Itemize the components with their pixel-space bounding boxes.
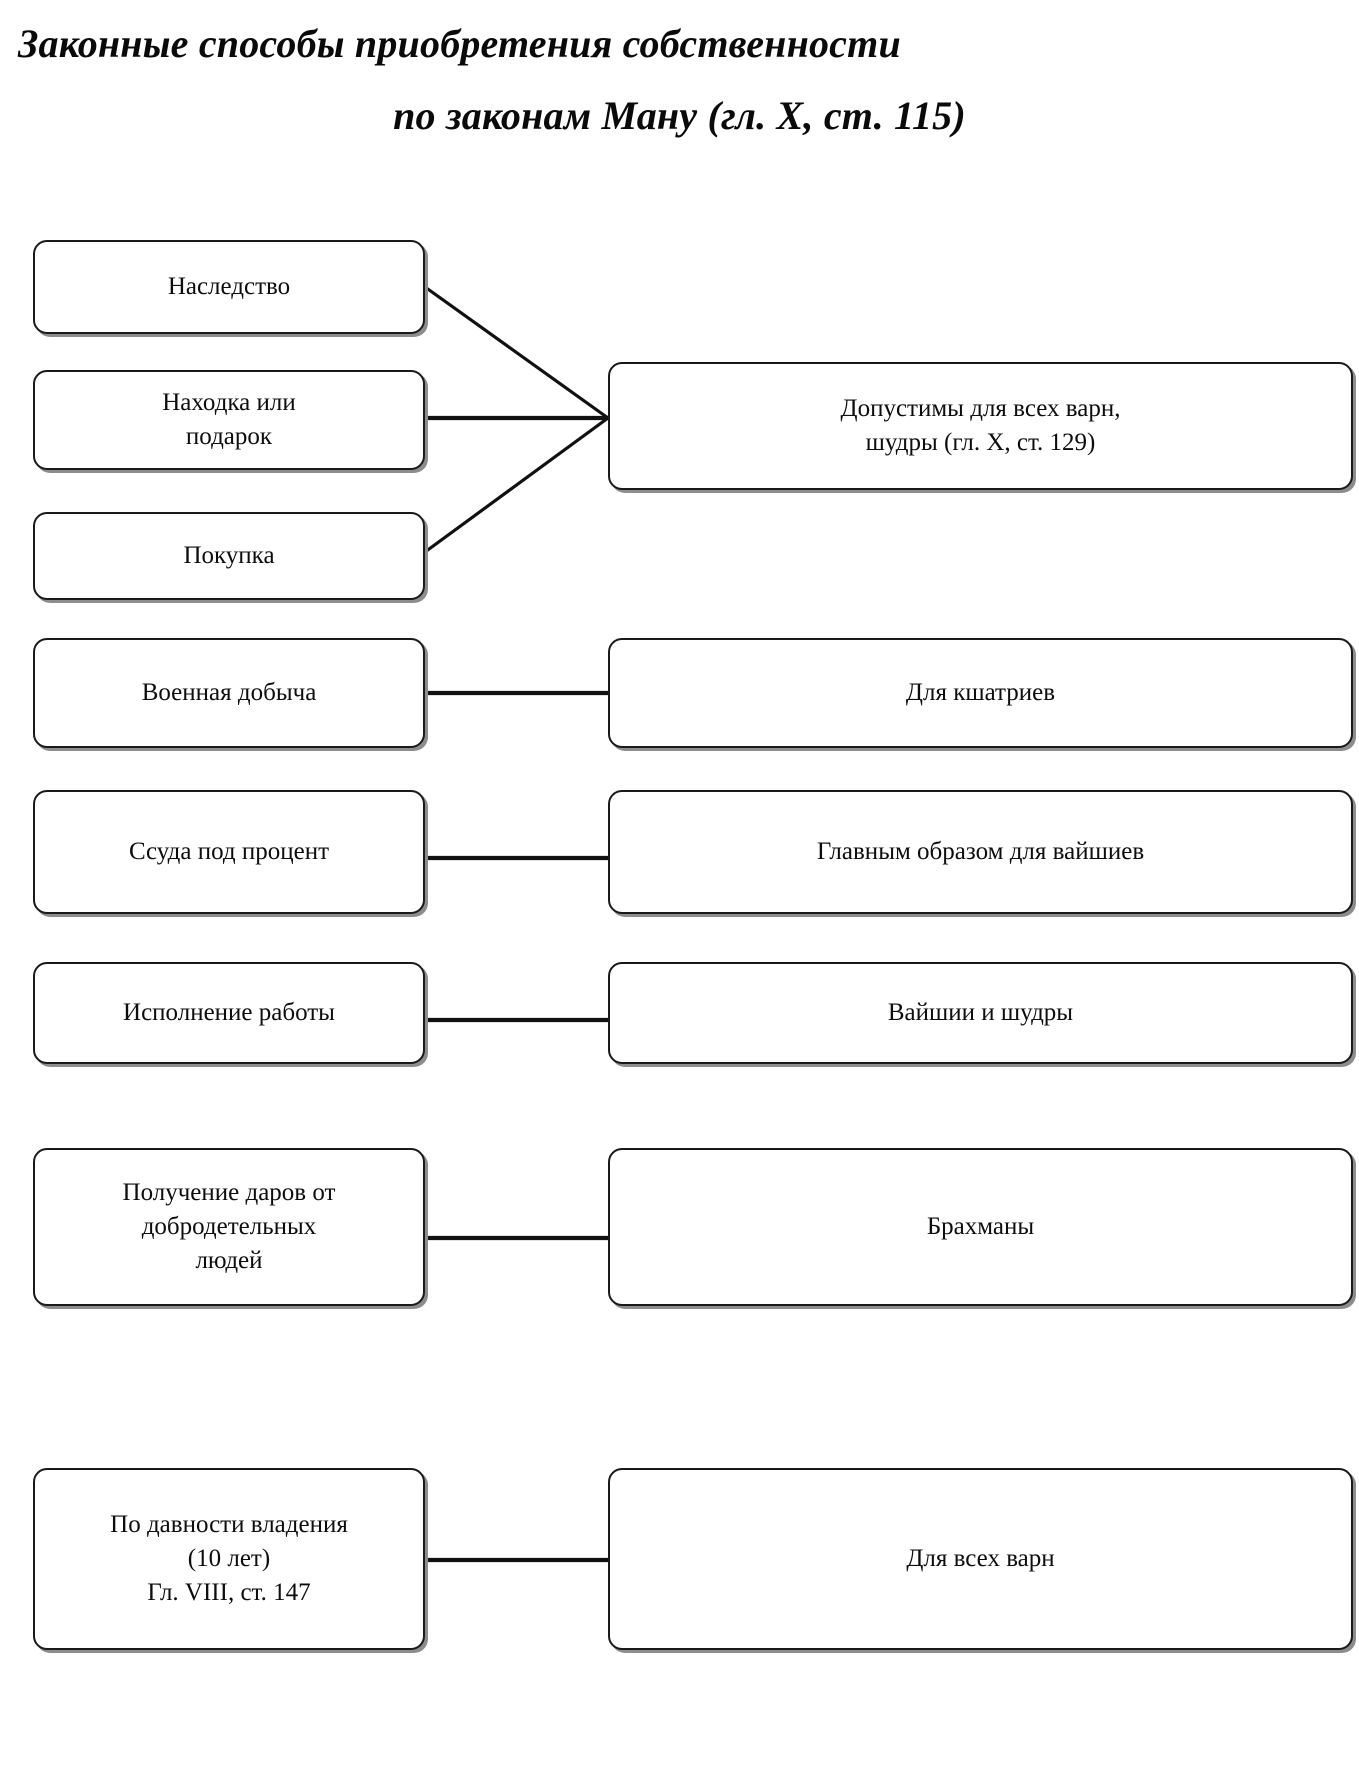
node-brahmany-label: Брахманы <box>926 1213 1035 1240</box>
node-dopustimy-dlya-vseh-varn[interactable]: Допустимы для всех варн, шудры (гл. X, с… <box>608 362 1353 490</box>
node-glavnym-obrazom-dlya-vaishiev[interactable]: Главным образом для вайшиев <box>608 790 1353 914</box>
node-voennaya-dobycha-label: Военная добыча <box>141 679 317 706</box>
node-pokupka-label: Покупка <box>183 542 275 569</box>
node-ispolnenie-raboty[interactable]: Исполнение работы <box>33 962 425 1064</box>
connector-nasledstvo-to-dopustimy <box>424 285 609 420</box>
node-po-davnosti-vladeniya[interactable]: По давности владения (10 лет) Гл. VIII, … <box>33 1468 425 1650</box>
page-title: Законные способы приобретения собственно… <box>0 8 1359 152</box>
node-dlya-kshatriev[interactable]: Для кшатриев <box>608 638 1353 748</box>
node-po-davnosti-vladeniya-label: По давности владения (10 лет) Гл. VIII, … <box>110 1511 348 1606</box>
node-vaishii-i-shudry-label: Вайшии и шудры <box>887 999 1074 1026</box>
node-ssuda-pod-procent-label: Ссуда под процент <box>128 838 330 865</box>
node-dlya-vseh-varn-label: Для всех варн <box>906 1545 1055 1572</box>
node-ssuda-pod-procent[interactable]: Ссуда под процент <box>33 790 425 914</box>
node-nahodka-ili-podarok-label: Находка или подарок <box>162 389 296 450</box>
node-dopustimy-dlya-vseh-varn-label: Допустимы для всех варн, шудры (гл. X, с… <box>840 395 1121 456</box>
node-nahodka-ili-podarok[interactable]: Находка или подарок <box>33 370 425 470</box>
node-nasledstvo-label: Наследство <box>167 273 291 300</box>
node-brahmany[interactable]: Брахманы <box>608 1148 1353 1306</box>
node-voennaya-dobycha[interactable]: Военная добыча <box>33 638 425 748</box>
node-dlya-vseh-varn[interactable]: Для всех варн <box>608 1468 1353 1650</box>
node-poluchenie-darov[interactable]: Получение даров от добродетельных людей <box>33 1148 425 1306</box>
page-title-line-1: Законные способы приобретения собственно… <box>18 21 901 66</box>
node-dlya-kshatriev-label: Для кшатриев <box>905 679 1056 706</box>
node-vaishii-i-shudry[interactable]: Вайшии и шудры <box>608 962 1353 1064</box>
node-ispolnenie-raboty-label: Исполнение работы <box>123 999 335 1026</box>
connector-pokupka-to-dopustimy <box>424 416 609 554</box>
node-pokupka[interactable]: Покупка <box>33 512 425 600</box>
node-poluchenie-darov-label: Получение даров от добродетельных людей <box>122 1179 336 1274</box>
node-nasledstvo[interactable]: Наследство <box>33 240 425 334</box>
node-glavnym-obrazom-dlya-vaishiev-label: Главным образом для вайшиев <box>816 838 1145 865</box>
page-title-line-2: по законам Ману (гл. X, ст. 115) <box>393 93 966 138</box>
